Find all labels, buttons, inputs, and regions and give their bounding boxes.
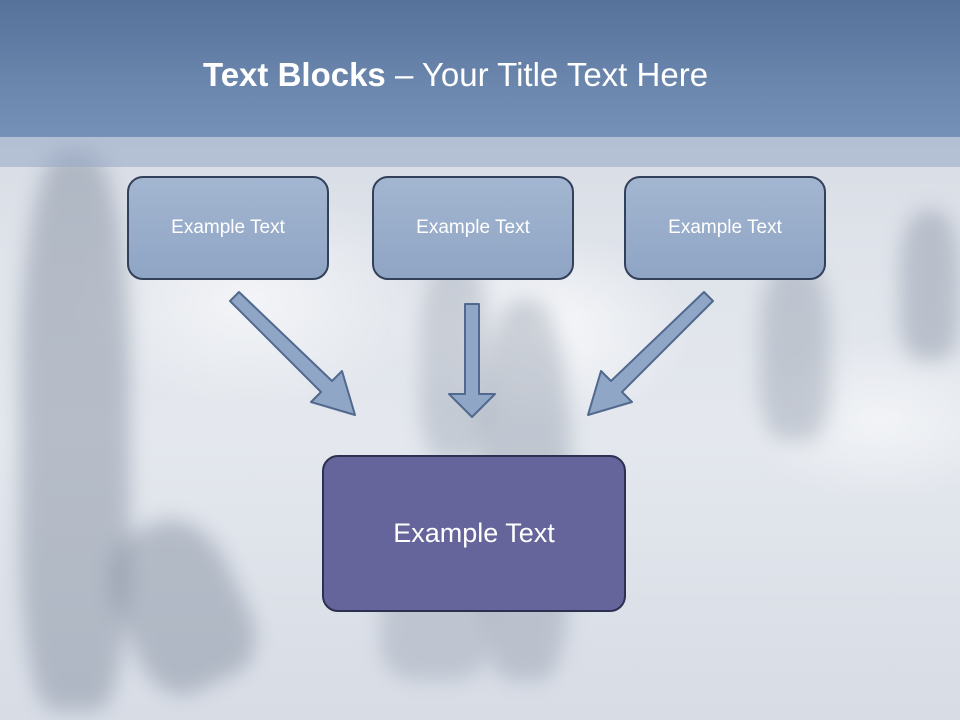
background-figure — [760, 260, 830, 440]
background-figure — [20, 150, 130, 710]
text-block-1[interactable]: Example Text — [127, 176, 329, 280]
title-bold-text: Text Blocks — [203, 56, 386, 93]
header-strip — [0, 137, 960, 167]
text-block-3-label: Example Text — [668, 217, 782, 238]
title-text: Your Title Text Here — [421, 56, 709, 93]
main-text-block-label: Example Text — [393, 518, 555, 548]
text-block-2[interactable]: Example Text — [372, 176, 574, 280]
slide-title[interactable]: Text Blocks – Your Title Text Here — [203, 52, 708, 98]
header-band — [0, 0, 960, 137]
arrow-down-icon — [448, 303, 496, 418]
background-figure — [900, 210, 960, 360]
text-block-1-label: Example Text — [171, 217, 285, 238]
title-dash: – — [385, 56, 422, 93]
text-block-3[interactable]: Example Text — [624, 176, 826, 280]
arrow-down-right-icon — [229, 291, 356, 416]
main-text-block[interactable]: Example Text — [322, 455, 626, 612]
arrow-down-left-icon — [587, 291, 714, 416]
text-block-2-label: Example Text — [416, 217, 530, 238]
